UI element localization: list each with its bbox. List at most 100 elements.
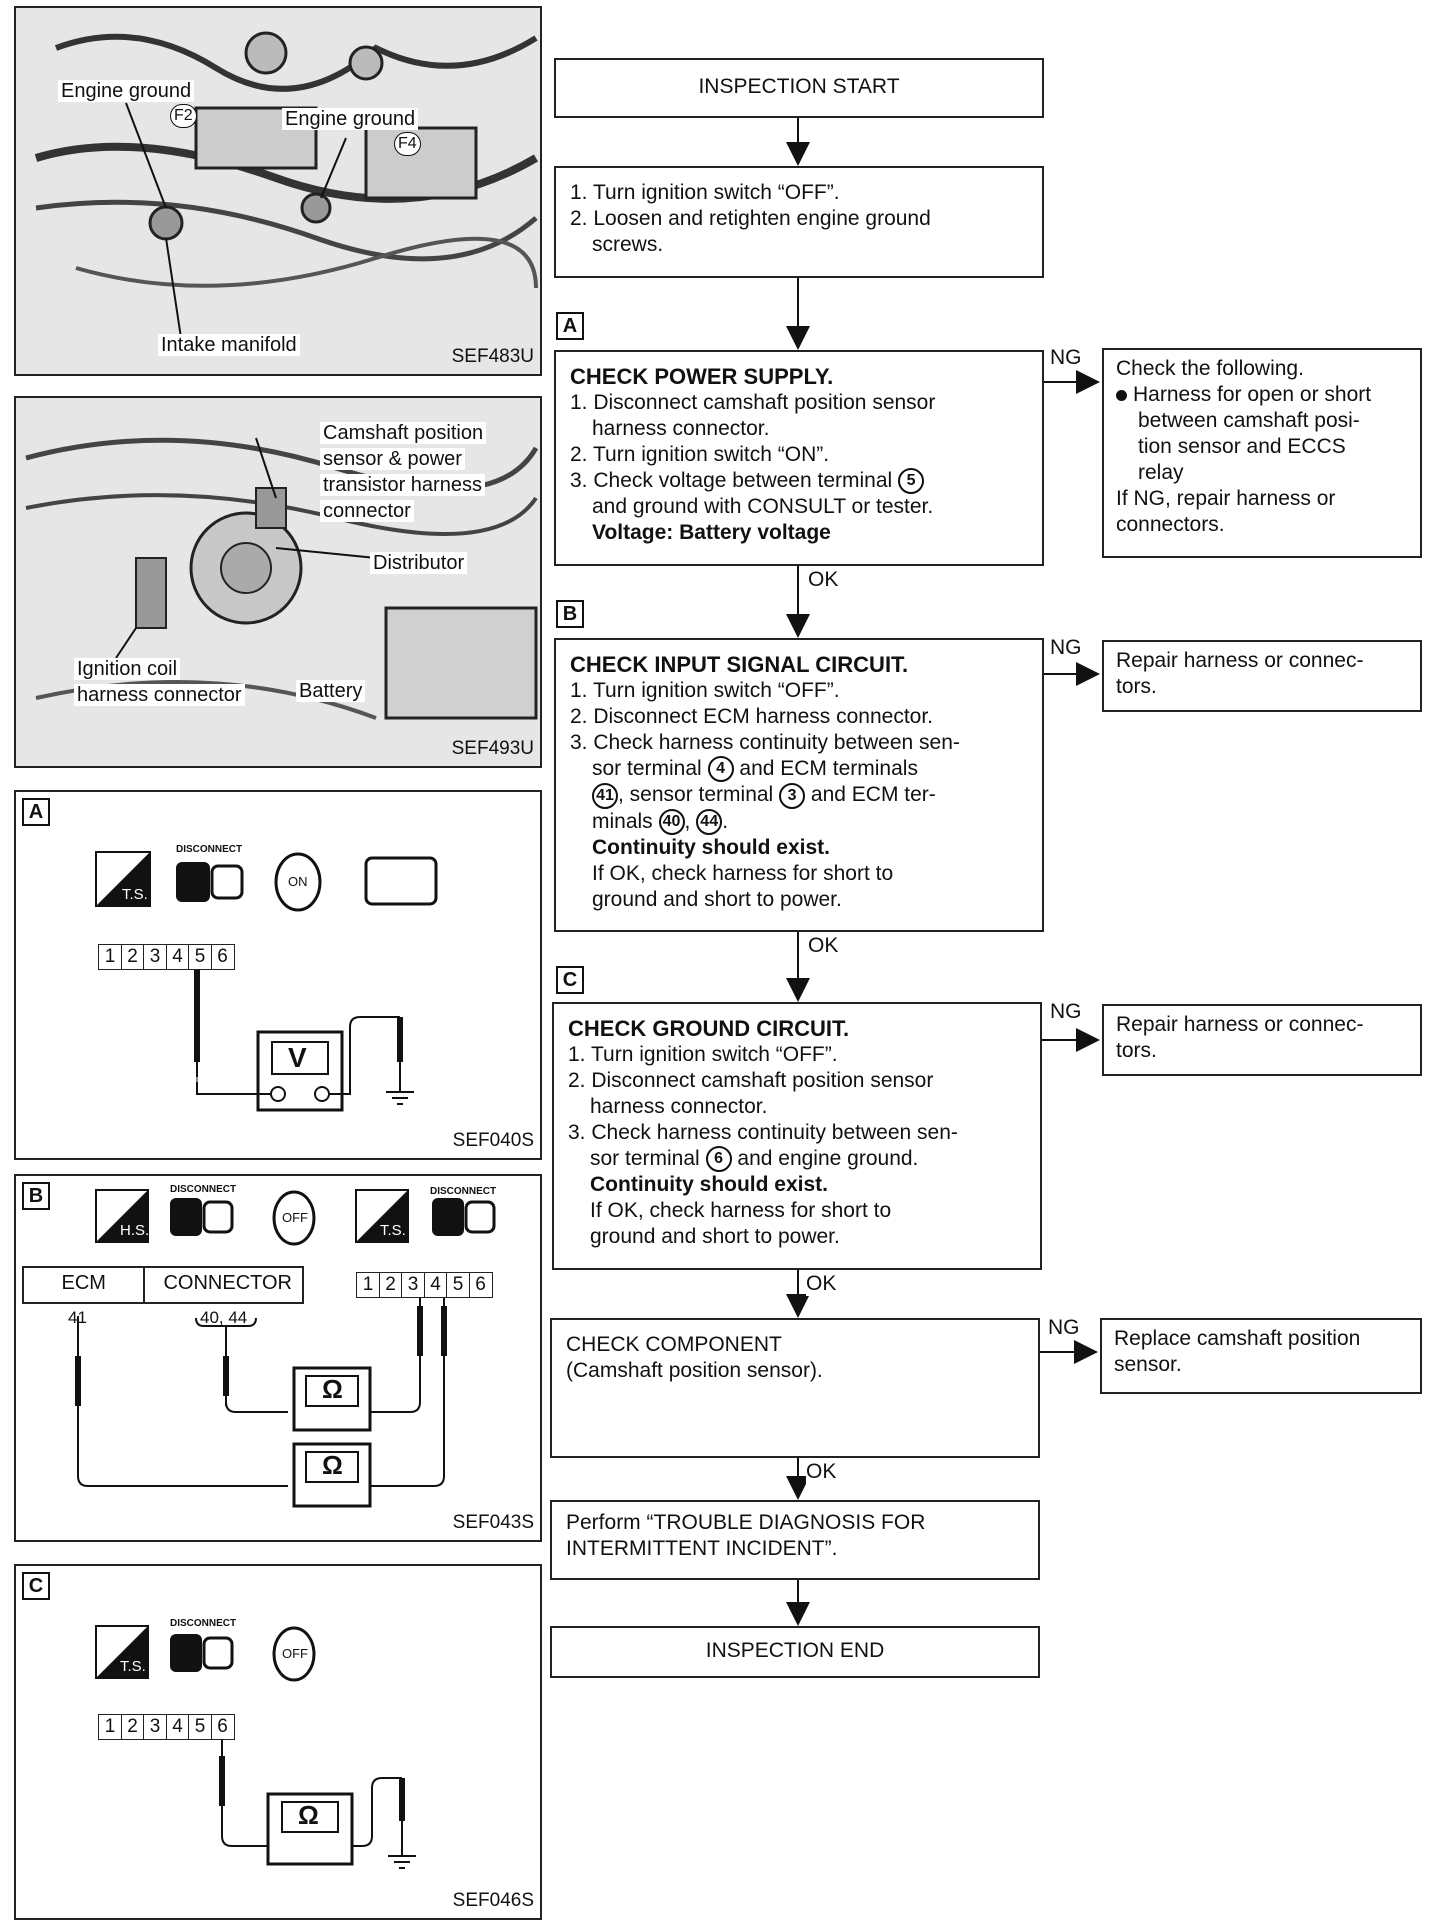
ohmmeter-symbol-1: Ω — [322, 1374, 343, 1404]
label-f4: F4 — [394, 132, 421, 156]
step-line: 3. Check harness continuity between sen- — [568, 1121, 958, 1144]
terminal: 2 — [378, 1272, 403, 1298]
ng-label: NG — [1048, 1316, 1080, 1340]
ng-line: tors. — [1116, 675, 1157, 698]
step-line: 1. Disconnect camshaft position sensor — [570, 391, 936, 414]
pins-40-44-label: 40, 44 — [200, 1308, 248, 1327]
terminal: 3 — [401, 1272, 425, 1298]
connector-label: CONNECTOR — [163, 1272, 292, 1294]
step-line: 41, sensor terminal 3 and ECM ter- — [570, 782, 1028, 809]
diagram-c-wiring — [95, 1625, 416, 1869]
step-line: 1. Turn ignition switch “OFF”. — [570, 679, 840, 702]
check-power-supply-box: CHECK POWER SUPPLY. 1. Disconnect camsha… — [554, 350, 1044, 566]
step-line: 3. Check harness continuity between sen- — [570, 731, 960, 754]
diagram-letter: C — [22, 1572, 50, 1600]
check-component-box: CHECK COMPONENT (Camshaft position senso… — [550, 1318, 1040, 1458]
spec-line: Continuity should exist. — [592, 836, 831, 860]
ng-line: Repair harness or connec- — [1116, 1013, 1364, 1036]
step-text: and ECM terminals — [739, 757, 918, 780]
step-title: CHECK INPUT SIGNAL CIRCUIT. — [570, 652, 909, 677]
ng-bullet-line: Harness for open or short — [1116, 382, 1408, 408]
figure-code: SEF046S — [452, 1890, 534, 1911]
step-line: (Camshaft position sensor). — [566, 1359, 823, 1382]
step-line: 3. Check voltage between terminal 5 — [570, 468, 1028, 495]
perform-trouble-diagnosis-box: Perform “TROUBLE DIAGNOSIS FOR INTERMITT… — [550, 1500, 1040, 1580]
step-letter-b: B — [556, 600, 584, 628]
disconnect-label-1: DISCONNECT — [170, 1184, 237, 1195]
label-camshaft-4: connector — [320, 500, 414, 522]
repair-harness-box-c: Repair harness or connec- tors. — [1102, 1004, 1422, 1076]
key-on-label: ON — [288, 874, 308, 889]
terminal-number: 44 — [696, 809, 723, 836]
ecm-label: ECM — [24, 1268, 146, 1302]
ts-label: T.S. — [120, 1658, 146, 1675]
ok-label: OK — [808, 934, 839, 958]
terminal: 2 — [120, 944, 145, 970]
step-ground-screws-box: 1. Turn ignition switch “OFF”. 2. Loosen… — [554, 166, 1044, 278]
step-line: minals 40, 44. — [570, 809, 1028, 836]
key-off-label: OFF — [282, 1210, 308, 1225]
step-line: sor terminal 4 and ECM terminals — [570, 756, 1028, 783]
connector-terminals: 1 2 3 4 5 6 — [98, 944, 235, 970]
pin-41-label: 41 — [68, 1308, 87, 1327]
step-line: 2. Turn ignition switch “ON”. — [570, 443, 830, 466]
label-battery: Battery — [296, 680, 366, 702]
terminal: 1 — [356, 1272, 380, 1298]
step-text: sor terminal — [590, 1147, 700, 1170]
step-line: 2. Disconnect camshaft position sensor — [568, 1069, 934, 1092]
terminal: 5 — [188, 944, 212, 970]
label-distributor: Distributor — [370, 552, 468, 574]
photo-camshaft-sensor: Camshaft position sensor & power transis… — [14, 396, 542, 768]
photo-engine-ground: Engine ground F2 Engine ground F4 Intake… — [14, 6, 542, 376]
ng-line: connectors. — [1116, 513, 1225, 536]
step1-line-2: 2. Loosen and retighten engine ground — [570, 207, 931, 230]
ng-line: If NG, repair harness or — [1116, 487, 1336, 510]
label-intake-manifold: Intake manifold — [158, 334, 300, 356]
step-text: and engine ground. — [737, 1147, 919, 1170]
terminal: 6 — [210, 944, 235, 970]
step-line: harness connector. — [592, 417, 770, 440]
disconnect-label-2: DISCONNECT — [430, 1186, 497, 1197]
bullet-icon — [1116, 389, 1127, 401]
ecm-connector: ECM CONNECTOR — [22, 1266, 304, 1304]
ng-line: sensor. — [1114, 1353, 1182, 1376]
terminal-number: 40 — [658, 809, 685, 836]
terminal-number: 3 — [779, 782, 806, 809]
ng-line: Replace camshaft position — [1114, 1327, 1361, 1350]
disconnect-label: DISCONNECT — [176, 844, 243, 855]
label-f2: F2 — [170, 104, 197, 128]
ng-label: NG — [1050, 1000, 1082, 1024]
terminal: 1 — [98, 1714, 122, 1740]
terminal: 2 — [120, 1714, 145, 1740]
ts-label: T.S. — [380, 1222, 406, 1239]
perform-line: INTERMITTENT INCIDENT”. — [566, 1537, 838, 1560]
voltmeter-symbol: V — [288, 1042, 307, 1073]
step-title: CHECK GROUND CIRCUIT. — [568, 1016, 850, 1041]
step-line: and ground with CONSULT or tester. — [592, 495, 934, 519]
terminal-number: 6 — [705, 1146, 732, 1173]
diagram-b-wiring — [75, 1189, 496, 1508]
label-ignition-1: Ignition coil — [74, 658, 181, 680]
terminal-number: 4 — [707, 756, 734, 783]
ng-label: NG — [1050, 636, 1082, 660]
ng-line: between camshaft posi- — [1138, 409, 1360, 432]
engine-bay-illustration — [16, 8, 540, 374]
step-text: minals — [592, 809, 653, 833]
ng-title: Check the following. — [1116, 357, 1304, 380]
connector-terminals: 1 2 3 4 5 6 — [356, 1272, 493, 1298]
figure-code: SEF493U — [451, 738, 534, 759]
check-ground-circuit-box: CHECK GROUND CIRCUIT. 1. Turn ignition s… — [552, 1002, 1042, 1270]
label-camshaft-1: Camshaft position — [320, 422, 487, 444]
label-engine-ground-f4: Engine ground — [282, 108, 419, 130]
check-input-signal-box: CHECK INPUT SIGNAL CIRCUIT. 1. Turn igni… — [554, 638, 1044, 932]
figure-code: SEF040S — [452, 1130, 534, 1151]
step-line: harness connector. — [590, 1095, 768, 1118]
hs-label: H.S. — [120, 1222, 150, 1239]
replace-sensor-box: Replace camshaft position sensor. — [1100, 1318, 1422, 1394]
note-line: If OK, check harness for short to — [592, 862, 894, 886]
note-line: ground and short to power. — [590, 1225, 840, 1249]
diagram-b-continuity: B DISCONNECT DISCONNECT H.S. T.S. OFF EC… — [14, 1174, 542, 1542]
connector-terminals: 1 2 3 4 5 6 — [98, 1714, 235, 1740]
ok-label: OK — [806, 1460, 837, 1484]
